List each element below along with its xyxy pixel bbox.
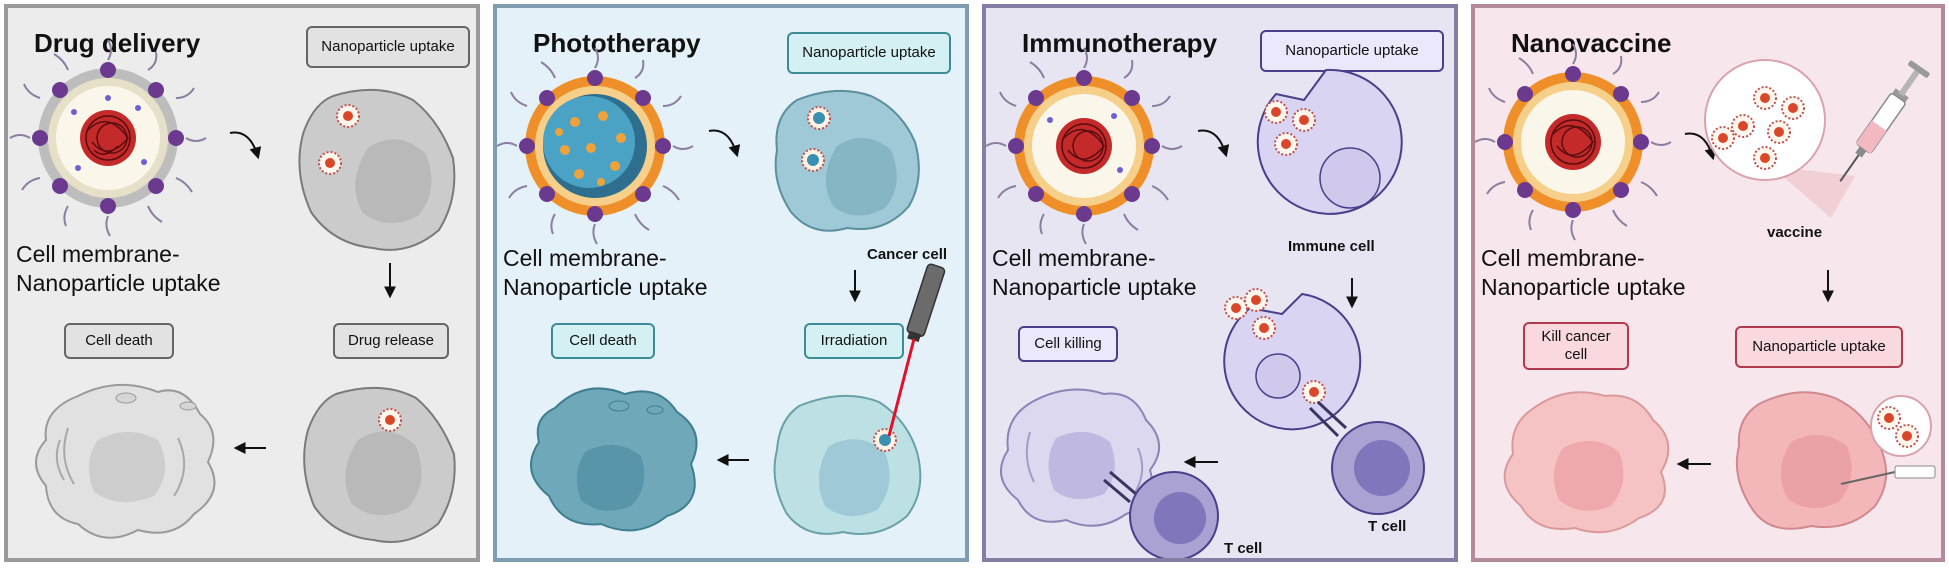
tag-drug-release: Drug release — [333, 323, 449, 359]
tag-irradiation: Irradiation — [804, 323, 904, 359]
tag-nanoparticle-uptake: Nanoparticle uptake — [1735, 326, 1903, 368]
panel-drug-delivery: Drug delivery Cell membrane- Nanoparticl… — [4, 4, 480, 562]
immune-cell-icon — [1223, 288, 1362, 438]
immune-cell-icon — [1256, 68, 1403, 215]
tag-nanoparticle-uptake: Nanoparticle uptake — [306, 26, 470, 68]
panel-nanovaccine: Nanovaccine Cell membrane- Nanoparticle … — [1471, 4, 1945, 562]
laser-icon — [887, 263, 946, 437]
nanoparticle-icon — [986, 47, 1183, 245]
arrow-icon — [1197, 129, 1230, 158]
cell-icon — [298, 88, 456, 251]
tag-line: cell — [1564, 346, 1588, 363]
panel-title: Drug delivery — [34, 28, 201, 58]
panel-title: Nanovaccine — [1511, 28, 1672, 58]
panel-phototherapy: Phototherapy Cell membrane- Nanoparticle… — [493, 4, 969, 562]
label-cancer-cell: Cancer cell — [867, 246, 948, 263]
caption-line-2: Nanoparticle uptake — [992, 274, 1197, 300]
tag-cell-death: Cell death — [64, 323, 174, 359]
t-cell-icon — [1129, 471, 1219, 558]
tag-cell-killing: Cell killing — [1018, 326, 1118, 362]
nanoparticle-caption: Cell membrane- Nanoparticle uptake — [16, 240, 221, 298]
nanoparticle-caption: Cell membrane- Nanoparticle uptake — [1481, 244, 1686, 302]
caption-line-1: Cell membrane- — [992, 245, 1156, 271]
tag-kill-cancer-cell: Kill cancer cell — [1523, 322, 1629, 370]
cell-icon — [530, 387, 698, 532]
t-cell-icon — [1331, 421, 1425, 515]
label-immune-cell: Immune cell — [1288, 238, 1375, 255]
tag-line: Kill cancer — [1541, 328, 1611, 345]
caption-line-2: Nanoparticle uptake — [16, 270, 221, 296]
panel-immunotherapy: Immunotherapy Cell membrane- Nanoparticl… — [982, 4, 1458, 562]
phototherapy-illustration — [497, 47, 946, 535]
tag-nanoparticle-uptake: Nanoparticle uptake — [787, 32, 951, 74]
tag-cell-death: Cell death — [551, 323, 655, 359]
nanoparticle-icon — [497, 47, 694, 245]
nanoparticle-icon — [1475, 43, 1672, 241]
nanoparticle-caption: Cell membrane- Nanoparticle uptake — [503, 244, 708, 302]
nanoparticle-icon — [9, 39, 207, 237]
panel-title: Phototherapy — [533, 28, 701, 58]
caption-line-2: Nanoparticle uptake — [503, 274, 708, 300]
panel-title: Immunotherapy — [1022, 28, 1218, 58]
arrow-icon — [229, 131, 262, 160]
immunotherapy-illustration — [986, 47, 1425, 558]
label-vaccine: vaccine — [1767, 224, 1823, 241]
cell-icon — [774, 89, 920, 232]
cell-icon — [1503, 391, 1670, 534]
nanovaccine-illustration — [1475, 43, 1936, 534]
caption-line-1: Cell membrane- — [1481, 245, 1645, 271]
syringe-icon — [1839, 60, 1930, 182]
label-t-cell: T cell — [1368, 518, 1407, 535]
caption-line-1: Cell membrane- — [16, 241, 180, 267]
cell-icon — [35, 383, 216, 539]
nanoparticle-caption: Cell membrane- Nanoparticle uptake — [992, 244, 1197, 302]
drug-delivery-illustration — [9, 39, 456, 543]
caption-line-2: Nanoparticle uptake — [1481, 274, 1686, 300]
cell-icon — [999, 388, 1160, 527]
arrow-icon — [1684, 132, 1717, 161]
cell-icon — [303, 386, 456, 543]
label-t-cell: T cell — [1224, 540, 1263, 557]
caption-line-1: Cell membrane- — [503, 245, 667, 271]
cell-icon — [1735, 391, 1936, 530]
tag-nanoparticle-uptake: Nanoparticle uptake — [1260, 30, 1444, 72]
vaccine-bubble — [1704, 59, 1855, 218]
cell-icon — [773, 394, 922, 535]
arrow-icon — [708, 129, 741, 158]
